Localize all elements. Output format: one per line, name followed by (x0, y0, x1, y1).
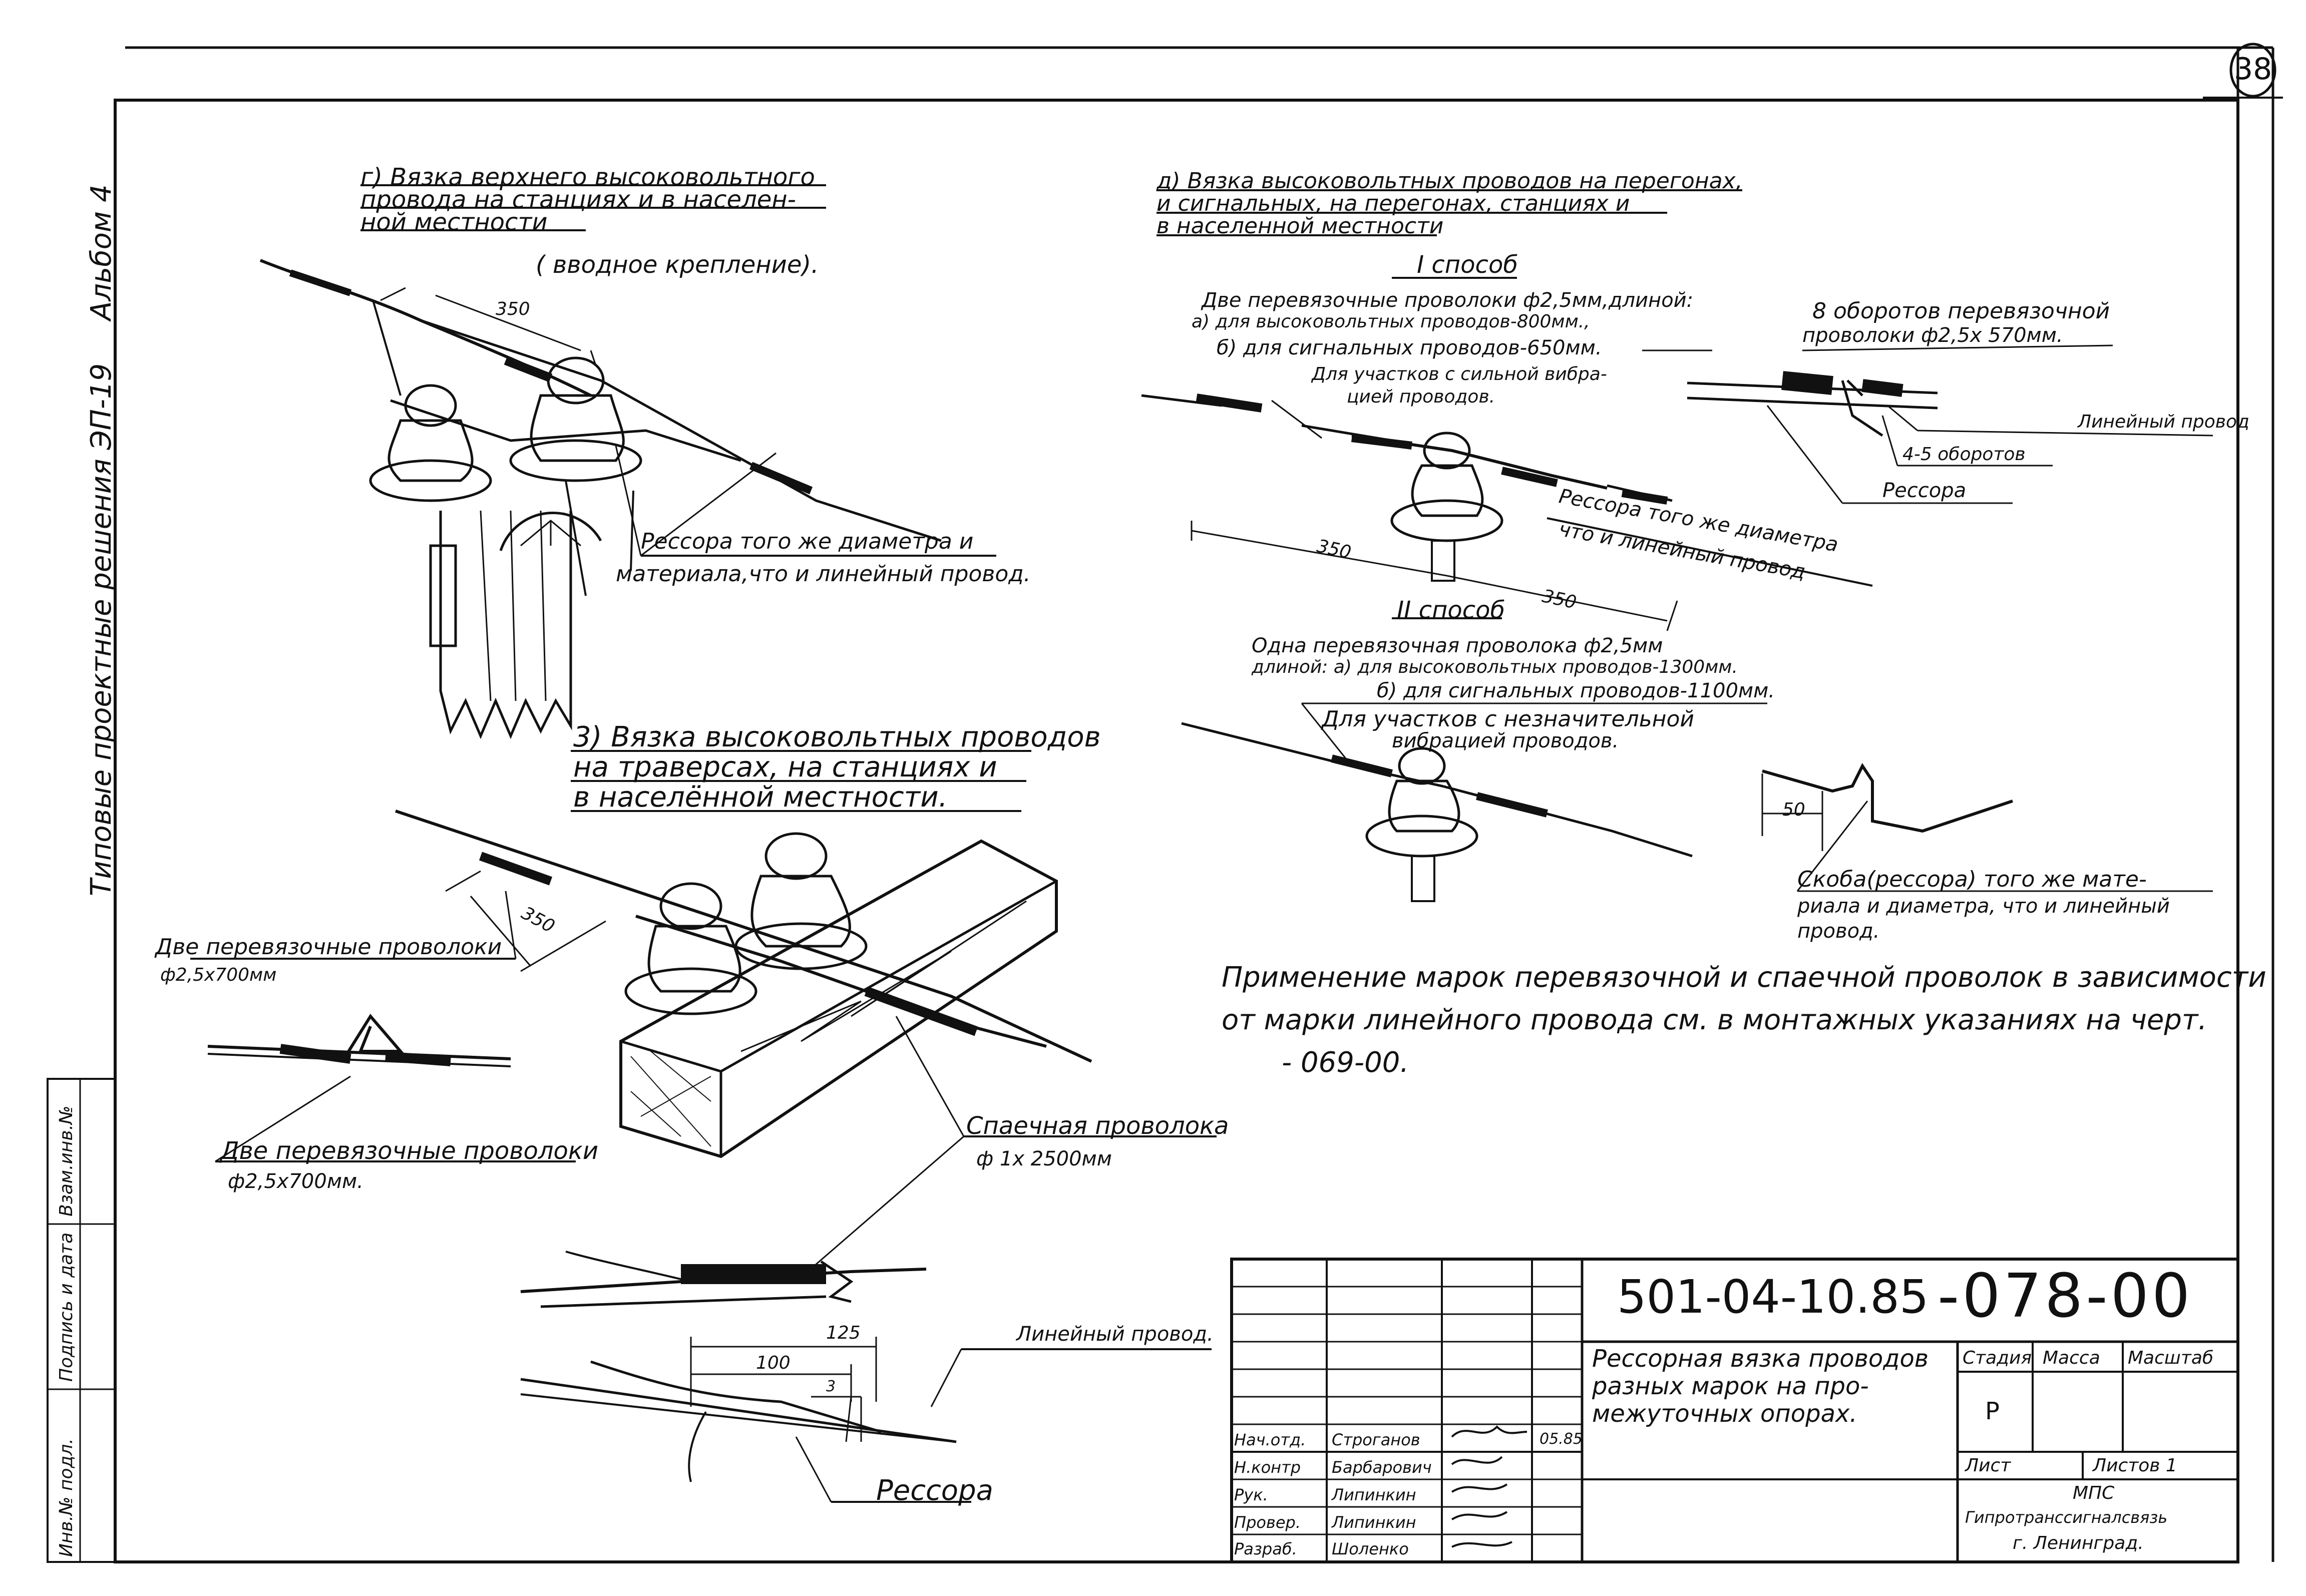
drawing-v-tie-detail (207, 1013, 576, 1162)
drawing-v-crossarm (190, 810, 1217, 1283)
section-v-tie-top-line1: Две перевязочные проволоки (155, 934, 502, 960)
signer-role-3: Рук. (1234, 1485, 1268, 1504)
title-name-line3: межуточных опорах. (1592, 1400, 1857, 1428)
section-g-title-line2: провода на станциях и в населен- (360, 186, 796, 214)
clip-note-line1: Скоба(рессора) того же мате- (1797, 867, 2147, 892)
turns-line1: 8 оборотов перевязочной (1812, 298, 2110, 324)
section-v-splice-line1: Спаечная проволока (966, 1112, 1229, 1140)
section-d-title-line1: д) Вязка высоковольтных проводов на пере… (1157, 168, 1743, 194)
title-org-line3: г. Ленинград. (2013, 1533, 2144, 1553)
side-album-label: Альбом 4 (85, 184, 118, 320)
signer-name-4: Липинкин (1332, 1513, 1416, 1532)
title-col-scale: Масштаб (2128, 1348, 2214, 1368)
drawing-d-method2 (1181, 702, 2213, 902)
side-series-label: Типовые проектные решения ЭП-19 (85, 363, 118, 896)
title-org-line1: МПС (2073, 1483, 2115, 1503)
title-block (1230, 1258, 2239, 1563)
left-strip-boxes (47, 1078, 116, 1563)
method2-line4: Для участков с незначительной (1322, 706, 1694, 732)
method2-line1: Одна перевязочная проволока ф2,5мм (1252, 634, 1663, 657)
method2-line5: вибрацией проводов. (1392, 729, 1619, 752)
section-v-tie-bottom-line2: ф2,5х700мм. (228, 1170, 363, 1193)
signer-name-5: Шоленко (1332, 1539, 1409, 1558)
method1-line1: Две перевязочные проволоки ф2,5мм,длиной… (1202, 289, 1694, 312)
title-sheets-label: Листов 1 (2093, 1455, 2177, 1476)
section-d-title-line3: в населенной местности (1157, 213, 1444, 239)
application-note-line2: от марки линейного провода см. в монтажн… (1222, 1004, 2207, 1036)
section-v-tie-bottom-line1: Две перевязочные проволоки (220, 1137, 599, 1165)
section-v-dim-125: 125 (826, 1323, 861, 1343)
section-g-dimension: 350 (496, 299, 530, 319)
turns-4-5-label: 4-5 оборотов (1902, 444, 2026, 465)
title-col-stage: Стадия (1963, 1348, 2032, 1368)
section-v-spring-label: Рессора (876, 1474, 993, 1507)
turns-spring-label: Рессора (1882, 479, 1967, 502)
section-d-title-line2: и сигнальных, на перегонах, станциях и (1157, 191, 1630, 216)
method1-line3: б) для сигнальных проводов-650мм. (1217, 336, 1602, 359)
signer-role-1: Нач.отд. (1234, 1430, 1306, 1449)
application-note-line1: Применение марок перевязочной и спаечной… (1222, 961, 2266, 994)
section-g-note-line1: Рессора того же диаметра и (641, 529, 974, 554)
method1-line5: цией проводов. (1347, 386, 1495, 407)
application-note-line3: - 069-00. (1282, 1046, 1409, 1079)
section-g-title-line3: ной местности (360, 208, 548, 236)
sheet-frame (114, 46, 2283, 1563)
method2-line3: б) для сигнальных проводов-1100мм. (1377, 679, 1775, 702)
section-v-title-line1: 3) Вязка высоковольтных проводов (573, 721, 1101, 753)
drawing-d-turns-detail (1687, 344, 2213, 504)
title-org-line2: Гипротранссигналсвязь (1965, 1508, 2168, 1527)
method2-line2: длиной: а) для высоковольтных проводов-1… (1252, 657, 1738, 677)
section-v-splice-line2: ф 1х 2500мм (976, 1147, 1112, 1170)
method1-line2: а) для высоковольтных проводов-800мм., (1192, 311, 1590, 332)
section-g-note-line2: материала,что и линейный провод. (616, 561, 1031, 587)
strip-sign-date: Подпись и дата (56, 1232, 77, 1382)
title-sheet-label: Лист (1965, 1455, 2011, 1476)
turns-line2: проволоки ф2,5х 570мм. (1802, 324, 2063, 347)
signer-role-4: Провер. (1234, 1513, 1301, 1532)
clip-note-line3: провод. (1797, 920, 1880, 943)
section-v-dim-100: 100 (756, 1353, 791, 1373)
signer-name-2: Барбарович (1332, 1458, 1432, 1477)
sheet-number-badge (2229, 43, 2276, 98)
section-g-title-line1: г) Вязка верхнего высоковольтного (360, 163, 815, 191)
clip-dim-50: 50 (1782, 800, 1805, 820)
signer-name-3: Липинкин (1332, 1485, 1416, 1504)
title-date: 05.85 (1540, 1430, 1583, 1448)
title-doc-code: 501-04-10.85 (1617, 1270, 1929, 1324)
signer-role-2: Н.контр (1234, 1458, 1301, 1477)
method1-title: I способ (1417, 251, 1518, 279)
title-underlines (360, 184, 1742, 812)
sheet-number: 38 (2234, 52, 2272, 87)
method1-line4: Для участков с сильной вибра- (1312, 364, 1607, 384)
section-v-tie-top-line2: ф2,5х700мм (160, 965, 277, 985)
title-drawing-number: -078-00 (1938, 1262, 2193, 1331)
drawing-d-method1 (1141, 349, 1873, 631)
title-name-line1: Рессорная вязка проводов (1592, 1345, 1929, 1373)
title-stage-value: Р (1985, 1397, 2000, 1425)
strip-replace-inv: Взам.инв.№ (56, 1105, 77, 1217)
section-v-dim-3: 3 (826, 1378, 836, 1395)
drawing-v-splice-detail (520, 1251, 1212, 1503)
title-name-line2: разных марок на про- (1592, 1372, 1869, 1400)
title-col-mass: Масса (2043, 1348, 2100, 1368)
section-v-title-line2: на траверсах, на станциях и (573, 751, 997, 783)
section-g-subtitle: ( вводное крепление). (536, 251, 819, 279)
signer-name-1: Строганов (1332, 1430, 1420, 1449)
drawing-g-insulators (259, 259, 996, 739)
signer-role-5: Разраб. (1234, 1539, 1297, 1558)
section-v-line-wire-label: Линейный провод. (1016, 1323, 1214, 1346)
turns-line-wire-label: Линейный провод (2078, 412, 2249, 432)
clip-note-line2: риала и диаметра, что и линейный (1797, 895, 2170, 918)
method2-title: II способ (1397, 596, 1505, 624)
strip-inv-original: Инв.№ подл. (56, 1438, 77, 1557)
section-v-title-line3: в населённой местности. (573, 781, 948, 814)
